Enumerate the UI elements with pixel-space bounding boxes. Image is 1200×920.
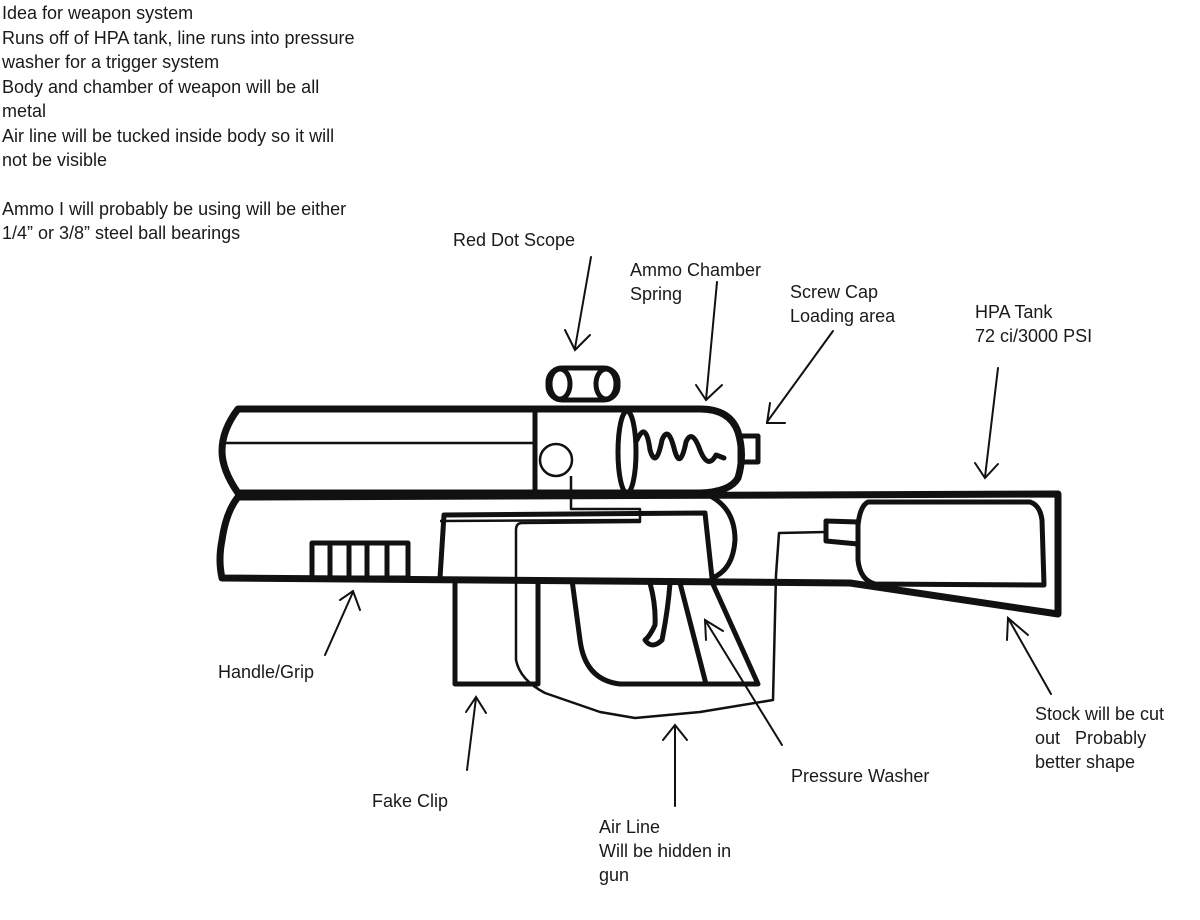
chamber-seal [615,408,639,496]
spring-icon [634,429,727,464]
label-text: Air Line [599,817,661,837]
label-screw-cap: Screw Cap Loading area [790,280,895,328]
label-text: Pressure Washer [791,766,930,786]
label-text: Stock will be cut [1035,704,1165,724]
note-line: 1/4” or 3/8” steel ball bearings [2,223,241,243]
label-handle-grip: Handle/Grip [218,660,314,684]
lower-body [216,490,1062,618]
air-line [514,476,827,720]
note-line: not be visible [2,150,108,170]
arrow-handle-grip [324,589,361,656]
label-text: 72 ci/3000 PSI [975,326,1093,346]
label-fake-clip: Fake Clip [372,789,448,813]
receiver [437,510,715,581]
arrow-stock [1006,615,1052,695]
handle-grip [309,540,411,581]
fake-clip [452,577,541,687]
label-text: better shape [1035,752,1136,772]
label-stock: Stock will be cut out Probably better sh… [1035,702,1164,774]
note-line: Idea for weapon system [2,3,194,23]
label-text: Screw Cap [790,282,879,302]
ball-bearing [538,442,574,478]
scope-lens-rear [593,366,619,402]
red-dot-scope [545,365,621,403]
arrow-red-dot-scope [564,256,592,352]
arrow-air-line [662,723,688,807]
label-air-line: Air Line Will be hidden in gun [599,815,731,887]
design-notes: Idea for weapon system Runs off of HPA t… [2,1,355,246]
trigger-guard [569,577,761,687]
arrow-ammo-chamber [695,281,723,402]
note-line: Body and chamber of weapon will be all [2,76,320,97]
arrow-fake-clip [465,695,487,771]
note-line: Runs off of HPA tank, line runs into pre… [2,27,355,48]
label-text: Loading area [790,306,896,326]
receiver-curve [709,494,738,581]
label-text: Handle/Grip [218,662,315,682]
grip-front-line [677,580,709,687]
note-line: washer for a trigger system [2,52,220,72]
arrow-screw-cap [765,330,834,424]
label-text: Ammo Chamber [630,260,762,280]
label-pressure-washer: Pressure Washer [791,764,929,788]
tank-valve [823,518,861,547]
label-text: gun [599,865,630,885]
scope-lens-front [547,366,573,402]
arrow-hpa-tank [974,367,999,480]
label-text: Spring [630,284,683,304]
hpa-tank [855,499,1047,588]
label-text: out Probably [1035,728,1147,748]
note-line: Air line will be tucked inside body so i… [2,125,335,146]
arrow-pressure-washer [703,618,783,746]
label-red-dot-scope: Red Dot Scope [453,228,575,252]
label-text: Red Dot Scope [453,230,576,250]
upper-barrel [218,405,745,497]
note-line: metal [2,101,47,121]
trigger [642,580,673,648]
note-line: Ammo I will probably be using will be ei… [2,198,347,219]
screw-cap [737,433,761,465]
label-text: Will be hidden in [599,841,732,861]
label-text: Fake Clip [372,791,449,811]
label-hpa-tank: HPA Tank 72 ci/3000 PSI [975,300,1092,348]
air-line-inner [439,518,641,523]
label-text: HPA Tank [975,302,1053,322]
label-ammo-chamber-spring: Ammo Chamber Spring [630,258,761,306]
